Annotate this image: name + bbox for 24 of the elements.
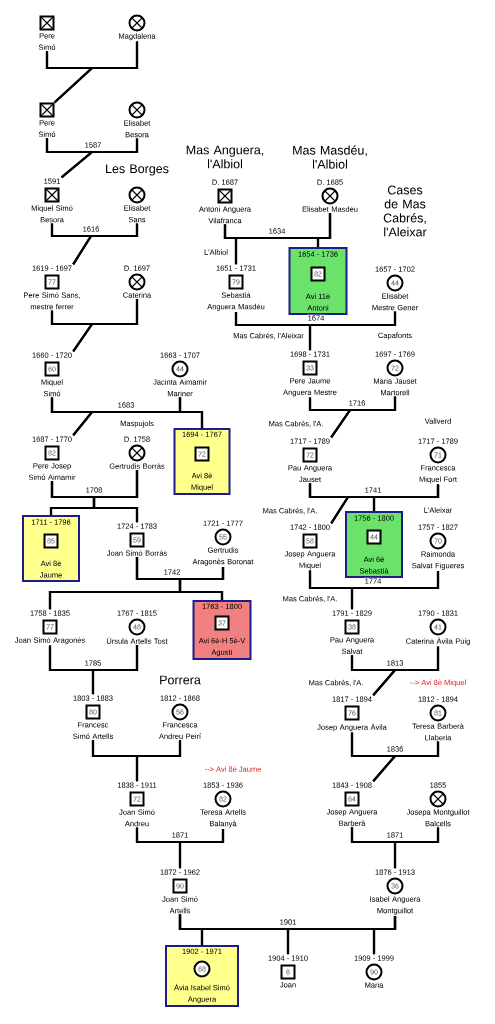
connector-line	[178, 397, 204, 428]
connector-line	[53, 41, 139, 104]
connector-line	[72, 298, 139, 352]
connector-line	[308, 311, 397, 351]
connector-line	[60, 138, 139, 179]
connector-line	[393, 827, 440, 869]
place-heading: Les Borges	[106, 164, 169, 176]
connector-line	[372, 915, 397, 955]
connector-line	[92, 470, 139, 523]
connector-line	[350, 570, 440, 610]
place-heading: Mas Masdéu, l'Albiol	[293, 145, 367, 169]
place-heading: Mas Anguera, l'Albiol	[186, 145, 264, 169]
connector-line	[316, 213, 332, 247]
connector-line	[72, 223, 139, 265]
connector-line	[330, 396, 397, 438]
place-heading: Cases de Mas Cabrés, l'Aleixar	[383, 185, 427, 237]
connector-line	[178, 828, 225, 869]
connector-line	[91, 645, 139, 695]
connector-line	[372, 741, 440, 782]
connector-line	[135, 740, 182, 782]
connector-line	[372, 484, 440, 511]
connector-line	[372, 646, 440, 696]
connector-line	[178, 566, 225, 600]
place-heading: Porrera	[160, 675, 201, 685]
